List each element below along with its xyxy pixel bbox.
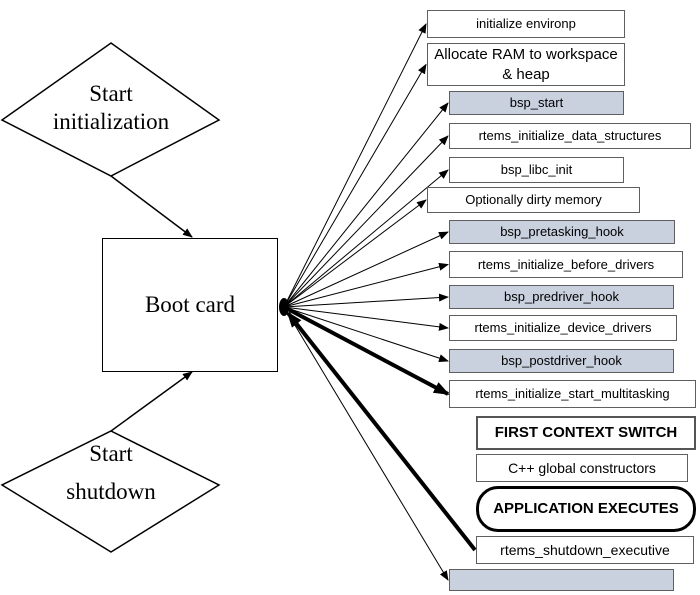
- step-bsp-predriver-hook: bsp_predriver_hook: [449, 285, 674, 309]
- step-initialize-environp: initialize environp: [427, 10, 625, 38]
- init-to-boot-arrow: [110, 175, 193, 238]
- arrow-bsp-postdriver-hook: [283, 306, 449, 362]
- fan-arrows: [283, 23, 477, 581]
- arrow-rtems-initialize-start-multitasking: [283, 305, 450, 396]
- arrow-rtems-initialize-data-structures: [283, 135, 449, 308]
- shutdown-to-boot-arrow: [110, 371, 193, 432]
- start-initialization-label: Start initialization: [41, 80, 181, 136]
- step-rtems-initialize-start-multitasking: rtems_initialize_start_multitasking: [449, 380, 696, 408]
- start-shutdown-line1: Start: [89, 441, 133, 466]
- arrow-optionally-dirty-memory: [283, 199, 427, 308]
- start-initialization-line2: initialization: [52, 109, 170, 134]
- step-cpp-global-constructors: C++ global constructors: [476, 454, 688, 482]
- step-final-shaded: [449, 569, 674, 591]
- step-bsp-postdriver-hook: bsp_postdriver_hook: [449, 349, 674, 373]
- step-first-context-switch: FIRST CONTEXT SWITCH: [476, 416, 696, 450]
- step-application-executes: APPLICATION EXECUTES: [476, 486, 696, 532]
- step-rtems-shutdown-executive: rtems_shutdown_executive: [476, 536, 694, 564]
- step-bsp-libc-init: bsp_libc_init: [449, 157, 624, 183]
- arrow-bsp-libc-init: [283, 169, 449, 308]
- start-shutdown-diamond: [0, 430, 221, 553]
- arrow-rtems-initialize-device-drivers: [283, 306, 449, 331]
- start-initialization-line1: Start: [89, 81, 133, 106]
- boot-card-box: Boot card: [102, 238, 278, 372]
- arrow-final-shaded: [283, 306, 449, 581]
- boot-card-label: Boot card: [144, 292, 236, 317]
- step-allocate-ram: Allocate RAM to workspace & heap: [427, 43, 625, 86]
- step-bsp-start: bsp_start: [449, 91, 624, 115]
- arrow-rtems-initialize-before-drivers: [283, 262, 449, 308]
- step-rtems-initialize-before-drivers: rtems_initialize_before_drivers: [449, 251, 683, 278]
- arrow-bsp-predriver-hook: [283, 293, 449, 308]
- arrow-initialize-environp: [283, 23, 427, 308]
- start-shutdown-label: Start shutdown: [41, 438, 181, 506]
- step-optionally-dirty-memory: Optionally dirty memory: [427, 187, 640, 213]
- step-bsp-pretasking-hook: bsp_pretasking_hook: [449, 220, 675, 244]
- junction-dot: [279, 298, 289, 316]
- arrow-rtems-shutdown-executive: [286, 311, 477, 552]
- step-rtems-initialize-data-structures: rtems_initialize_data_structures: [449, 123, 691, 149]
- step-rtems-initialize-device-drivers: rtems_initialize_device_drivers: [449, 315, 677, 341]
- start-shutdown-line2: shutdown: [66, 479, 156, 504]
- arrow-bsp-start: [283, 102, 449, 308]
- arrow-bsp-pretasking-hook: [283, 231, 449, 308]
- arrow-allocate-ram: [283, 63, 427, 308]
